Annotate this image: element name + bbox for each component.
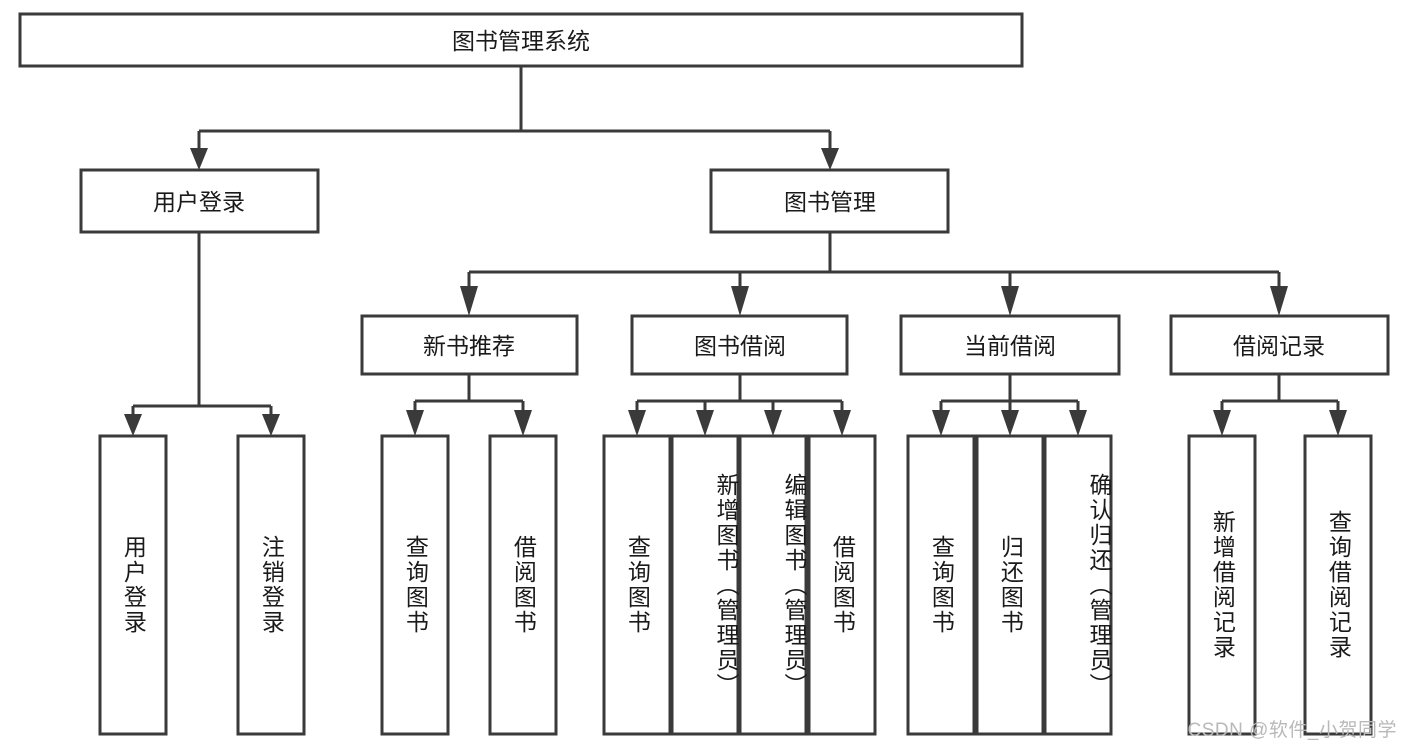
node-current-borrow-label: 当前借阅 [964, 333, 1056, 359]
watermark-text: CSDN @软件_小贺同学 [1187, 720, 1397, 741]
connector-userlogin-to-leaves [124, 232, 280, 436]
connector-records-to-leaves [1213, 374, 1347, 436]
leaf-box-user-logout[interactable] [236, 434, 306, 736]
leaf-box-current-query[interactable] [906, 434, 976, 736]
leaf-box-current-return[interactable] [975, 434, 1045, 736]
leaf-box-newbook-borrow[interactable] [488, 434, 558, 736]
connector-current-to-leaves [932, 374, 1087, 436]
leaf-box-record-query[interactable] [1303, 434, 1373, 736]
connector-newbook-to-leaves [406, 374, 532, 436]
node-book-management-box[interactable] [709, 168, 950, 234]
node-new-book-recommend-label: 新书推荐 [423, 333, 515, 359]
leaf-box-record-add[interactable] [1187, 434, 1257, 736]
connector-root-to-level2 [190, 66, 839, 170]
node-current-borrow-box[interactable] [899, 314, 1121, 376]
node-book-management-label: 图书管理 [784, 189, 876, 215]
connector-borrow-to-leaves [628, 374, 851, 436]
leaf-box-borrow-query[interactable] [602, 434, 672, 736]
node-book-borrow-label: 图书借阅 [694, 333, 786, 359]
leaf-box-borrow-add[interactable] [670, 434, 740, 736]
leaf-box-borrow-lend[interactable] [807, 434, 877, 736]
connector-bookmgmt-to-level3 [460, 232, 1288, 316]
node-borrow-records-box[interactable] [1169, 314, 1390, 376]
node-user-login-box[interactable] [79, 168, 320, 234]
node-new-book-recommend-box[interactable] [360, 314, 579, 376]
leaf-box-user-login[interactable] [98, 434, 168, 736]
node-root-box[interactable] [18, 12, 1024, 68]
node-book-borrow-box[interactable] [630, 314, 849, 376]
node-root-label: 图书管理系统 [452, 28, 590, 54]
node-user-login-label: 用户登录 [153, 189, 245, 215]
leaf-box-current-confirm[interactable] [1043, 434, 1113, 736]
node-borrow-records-label: 借阅记录 [1233, 333, 1325, 359]
leaf-box-borrow-edit[interactable] [738, 434, 808, 736]
leaf-box-newbook-query[interactable] [380, 434, 450, 736]
